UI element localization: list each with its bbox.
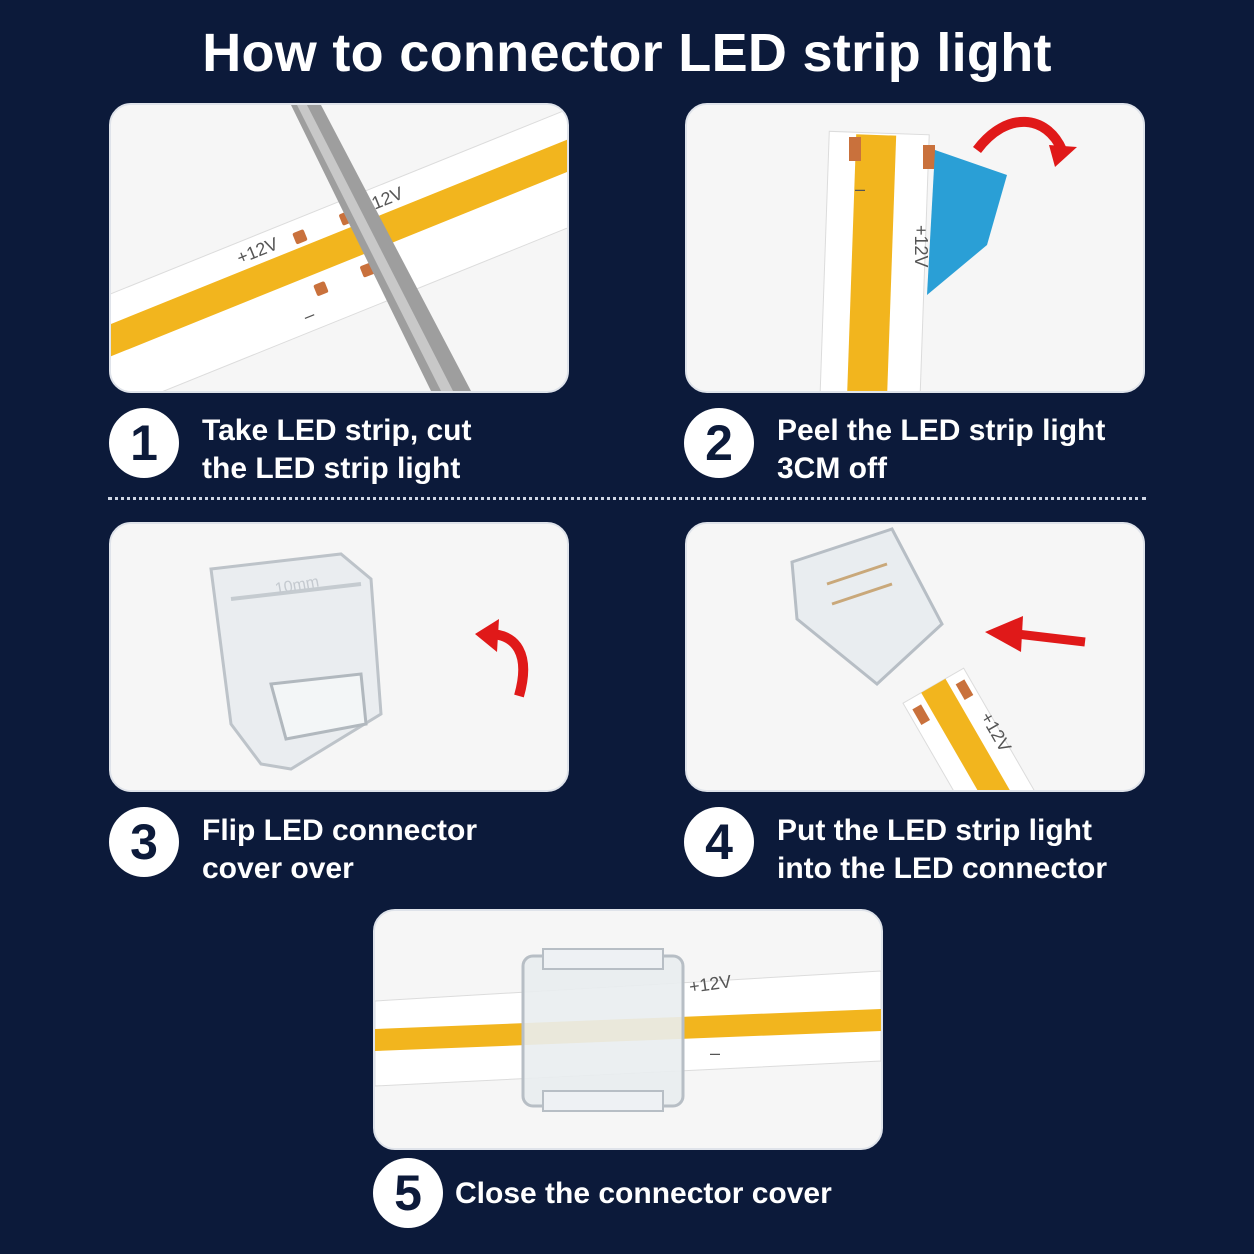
page-title: How to connector LED strip light	[202, 23, 1052, 83]
step-2-line1: Peel the LED strip light	[777, 414, 1106, 447]
step-2-badge: 2	[684, 408, 754, 478]
step-5-text: Close the connector cover	[455, 1175, 1055, 1213]
step-4-line1: Put the LED strip light	[777, 814, 1092, 847]
step-3-text: Flip LED connector cover over	[202, 812, 622, 888]
step-4-image: +12V	[685, 522, 1145, 792]
step-1-line1: Take LED strip, cut	[202, 414, 472, 447]
arrow-left-icon	[1016, 629, 1086, 647]
plus-label: +12V	[911, 225, 931, 268]
step-3-badge: 3	[109, 807, 179, 877]
step-2-image: +12V –	[685, 103, 1145, 393]
connector-icon	[521, 948, 685, 1112]
connector-icon: 10mm	[209, 552, 383, 771]
connector-icon	[790, 527, 944, 686]
step-3-line2: cover over	[202, 852, 354, 885]
step-1-line2: the LED strip light	[202, 452, 461, 485]
step-2-text: Peel the LED strip light 3CM off	[777, 412, 1197, 488]
minus-label: –	[710, 1043, 720, 1063]
step-1-badge: 1	[109, 408, 179, 478]
step-3-image: 10mm	[109, 522, 569, 792]
section-divider	[108, 497, 1146, 500]
step-3-line1: Flip LED connector	[202, 814, 478, 847]
peeled-tape	[927, 150, 1007, 295]
step-4-text: Put the LED strip light into the LED con…	[777, 812, 1197, 888]
curved-arrow-icon	[973, 116, 1067, 154]
step-5-badge: 5	[373, 1158, 443, 1228]
step-5-line1: Close the connector cover	[455, 1177, 832, 1210]
step-4-badge: 4	[684, 807, 754, 877]
step-5-image: +12V –	[373, 909, 883, 1150]
step-4-line2: into the LED connector	[777, 852, 1107, 885]
step-1-text: Take LED strip, cut the LED strip light	[202, 412, 622, 488]
step-2-line2: 3CM off	[777, 452, 887, 485]
step-1-image: +12V +12V –	[109, 103, 569, 393]
minus-label: –	[855, 179, 865, 199]
